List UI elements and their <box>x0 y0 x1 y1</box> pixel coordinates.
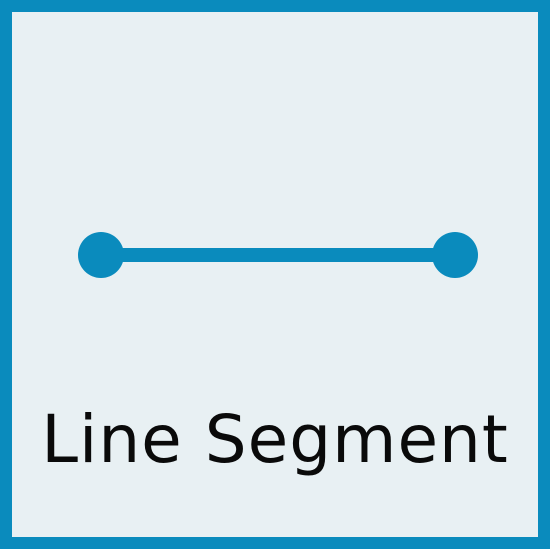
segment-endpoint-left <box>78 232 124 278</box>
tile-caption: Line Segment <box>41 401 509 478</box>
segment-endpoint-right <box>432 232 478 278</box>
